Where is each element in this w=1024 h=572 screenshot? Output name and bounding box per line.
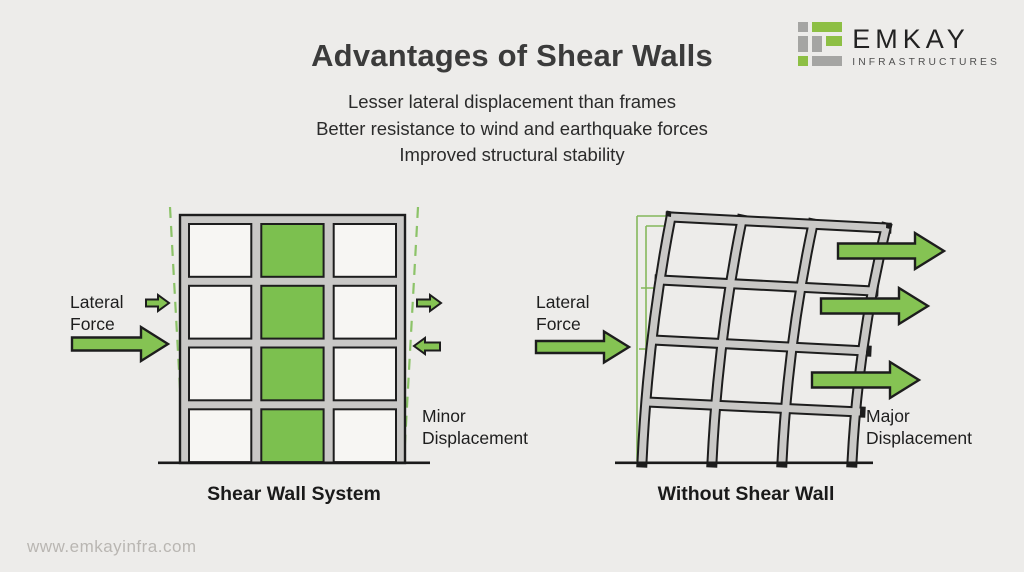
major-displacement-arrow-top — [836, 230, 947, 272]
logo-tagline: INFRASTRUCTURES — [852, 56, 1000, 68]
frame-cell — [332, 346, 398, 402]
logo-brand-name: EMKAY — [852, 23, 970, 54]
shear-wall-building — [158, 206, 430, 465]
small-lateral-force-arrow — [145, 293, 171, 313]
subtitle-list: Lesser lateral displacement than frames … — [0, 89, 1024, 169]
company-logo: EMKAY INFRASTRUCTURES — [798, 22, 1000, 71]
minor-displacement-arrows — [412, 293, 443, 356]
dashed-displacement-line-right — [402, 206, 420, 462]
small-displacement-arrow-left — [412, 336, 441, 356]
frame-cell — [332, 408, 398, 464]
frame-cell — [332, 284, 398, 340]
large-lateral-force-arrow — [70, 324, 171, 364]
frame-cell — [188, 408, 253, 464]
shear-wall-cell — [260, 284, 325, 340]
lateral-force-label-left: Lateral Force — [70, 292, 124, 334]
lateral-force-label-right: Lateral Force — [536, 292, 590, 334]
deformed-building — [615, 210, 893, 468]
frame-cell — [188, 346, 253, 402]
major-displacement-arrows — [810, 230, 947, 401]
subtitle-line: Improved structural stability — [399, 144, 625, 165]
frame-cell — [188, 284, 253, 340]
emkay-maze-logo-icon — [798, 22, 843, 71]
lateral-force-arrows-left — [70, 293, 171, 364]
logo-text-block: EMKAY INFRASTRUCTURES — [852, 23, 1000, 68]
shear-wall-cell — [260, 223, 325, 278]
page-title: Advantages of Shear Walls — [311, 38, 713, 73]
caption-shear-wall-system: Shear Wall System — [207, 483, 381, 505]
lateral-force-arrow-right-diagram — [534, 329, 632, 365]
shear-wall-cell — [260, 408, 325, 464]
minor-displacement-label: Minor Displacement — [422, 406, 529, 448]
subtitle-line: Better resistance to wind and earthquake… — [316, 117, 708, 139]
shear-wall-cell — [260, 346, 325, 402]
caption-without-shear-wall: Without Shear Wall — [657, 483, 835, 505]
frame-cell — [332, 223, 398, 278]
major-displacement-arrow-bottom — [810, 359, 922, 401]
frame-cell — [188, 223, 253, 278]
small-displacement-arrow-right — [416, 293, 443, 313]
subtitle-line: Lesser lateral displacement than frames — [347, 91, 677, 112]
deformed-frame-members — [638, 213, 890, 463]
major-displacement-arrow-middle — [819, 285, 931, 327]
original-position-ghost-outline — [636, 215, 671, 461]
major-displacement-label: Major Displacement — [866, 406, 973, 448]
website-url: www.emkayinfra.com — [27, 537, 197, 556]
